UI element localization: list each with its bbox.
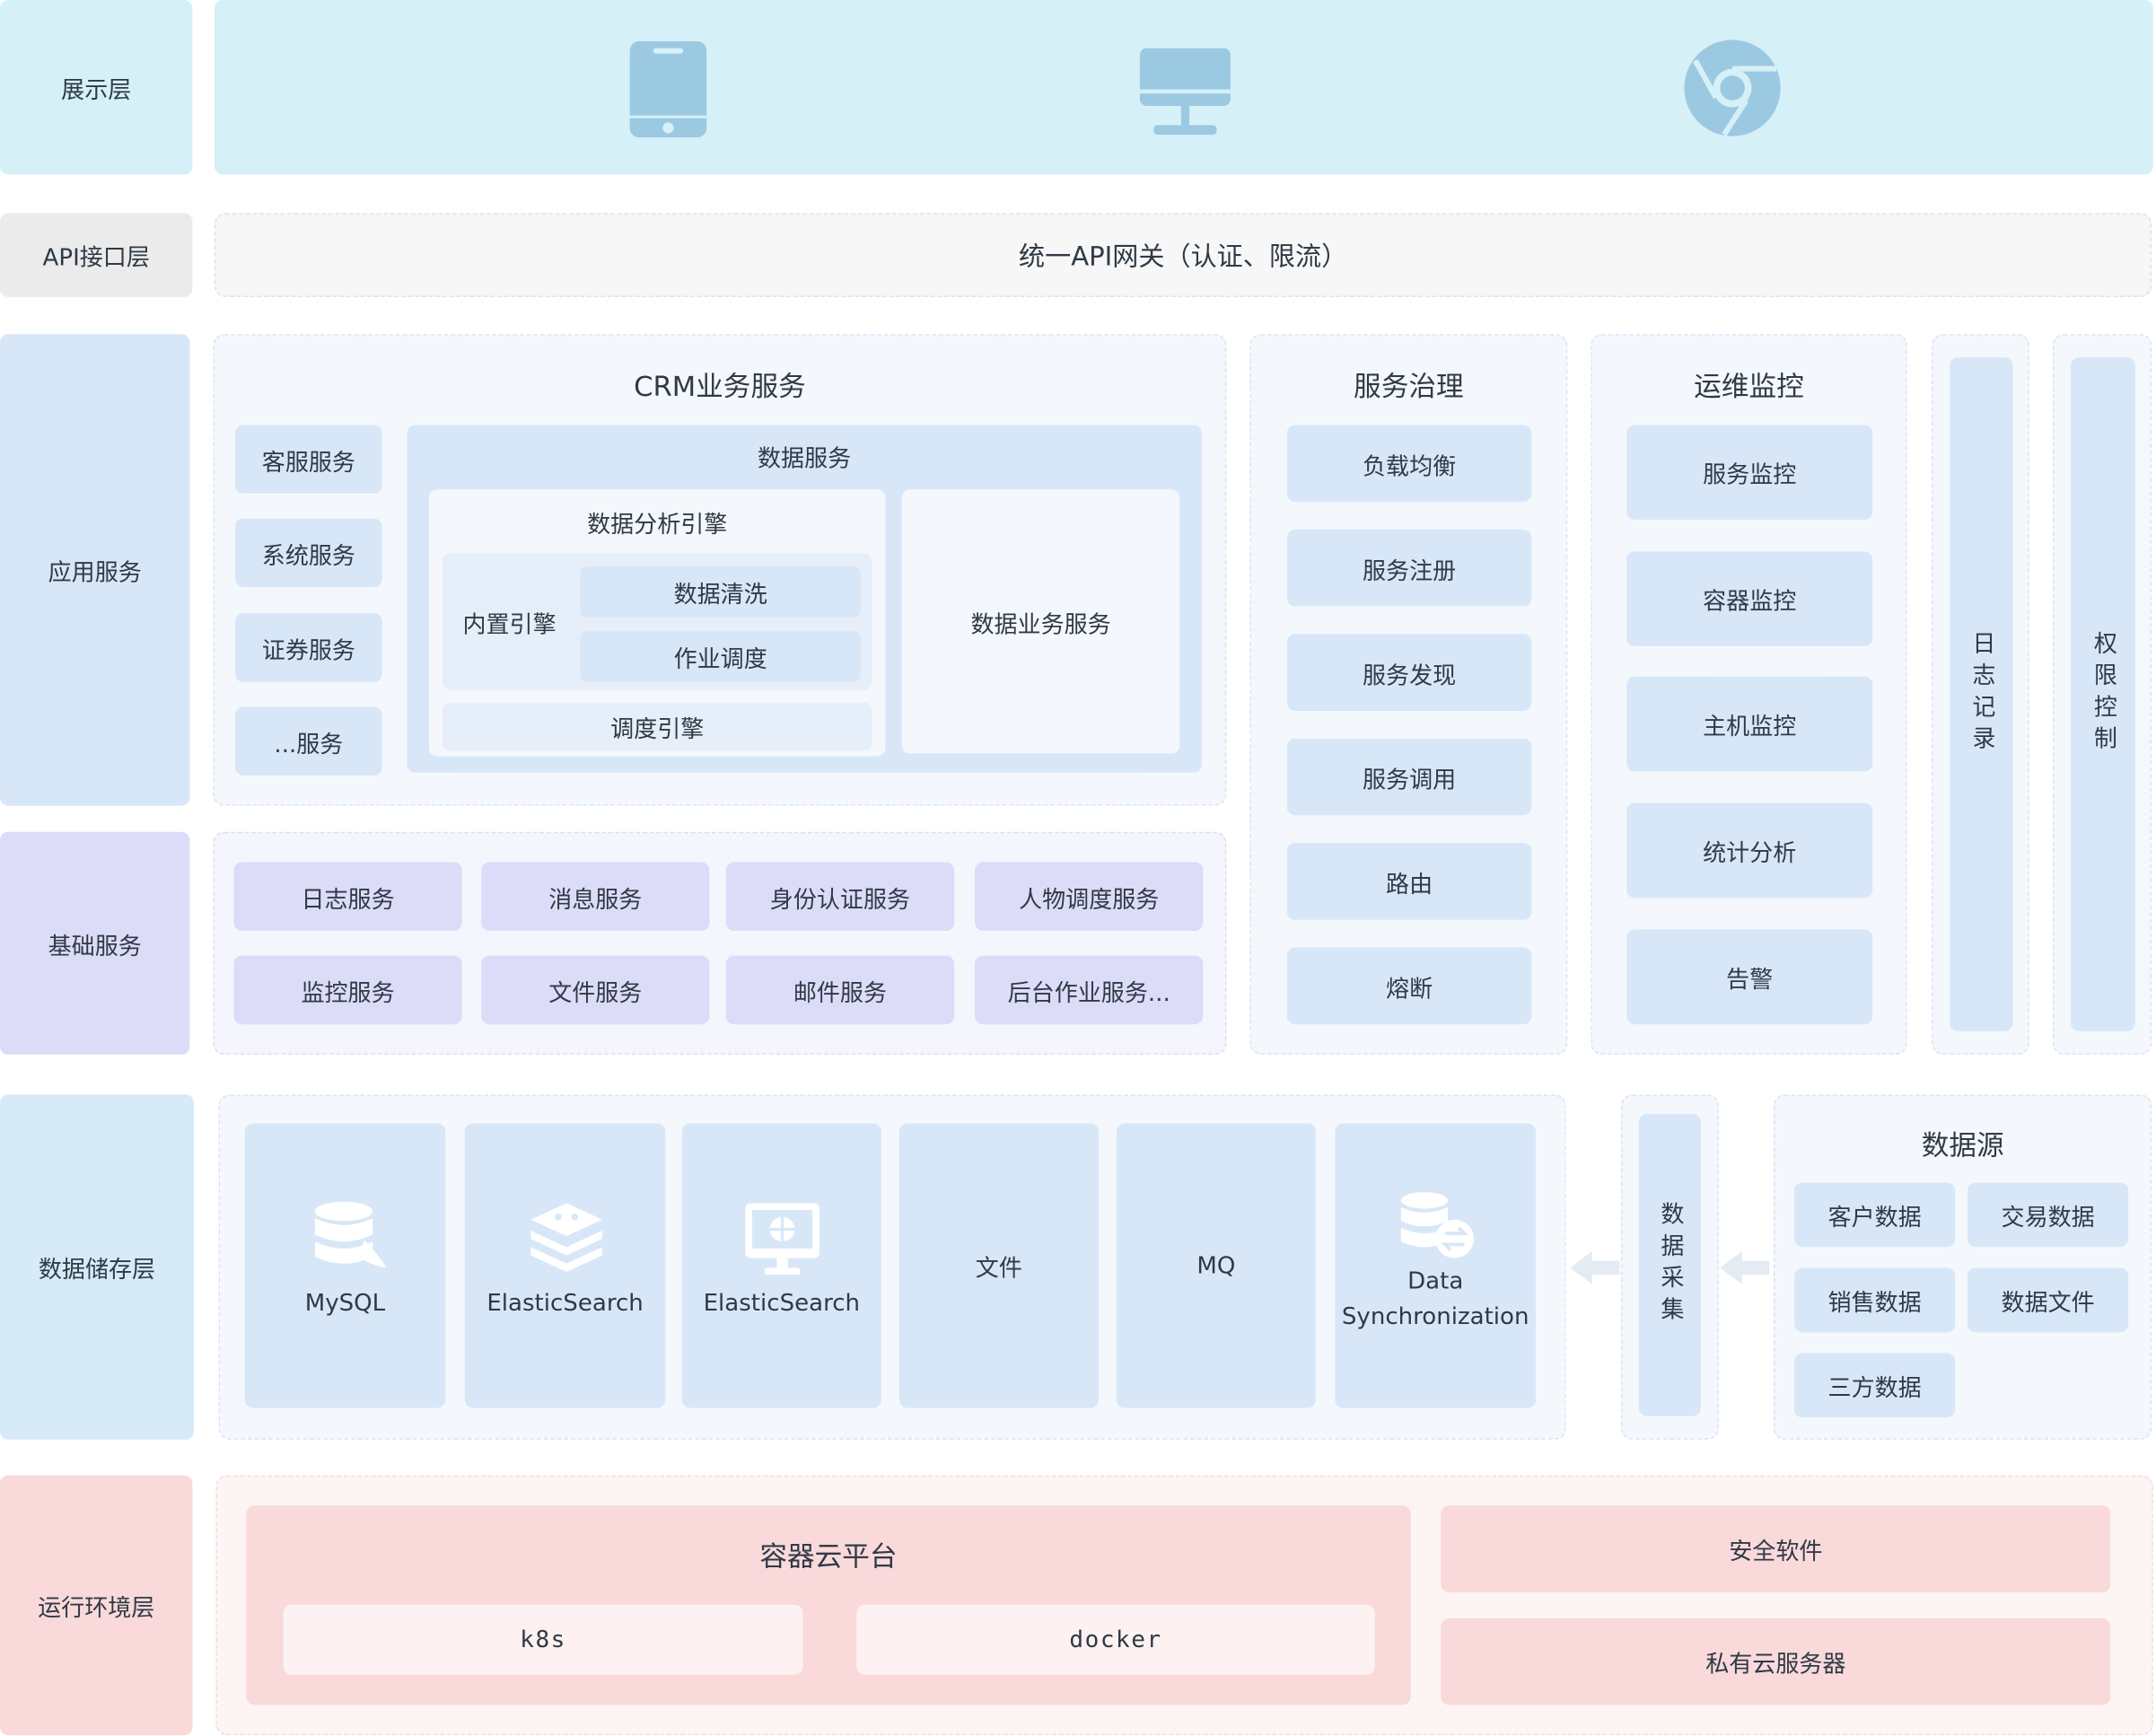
stack-icon: [530, 1203, 602, 1272]
governance-item: 路由: [1286, 842, 1532, 920]
presentation-panel: [214, 0, 2153, 175]
foundation-service: 邮件服务: [725, 955, 955, 1025]
database-sync-icon: [1400, 1192, 1475, 1258]
storage-label: ElasticSearch: [486, 1289, 644, 1318]
layer-foundation: 基础服务: [0, 831, 190, 1055]
k8s: k8s: [283, 1604, 803, 1675]
storage-label: ElasticSearch: [703, 1289, 861, 1318]
monitor-icon: [745, 1203, 819, 1275]
datasource-item: 销售数据: [1793, 1267, 1956, 1333]
crm-side-service: 系统服务: [234, 518, 382, 588]
job-schedule: 作业调度: [580, 631, 861, 682]
layer-runtime: 运行环境层: [0, 1475, 193, 1736]
storage-item: Data Synchronization: [1335, 1123, 1537, 1408]
crm-side-service: 证券服务: [234, 613, 382, 682]
layer-storage: 数据储存层: [0, 1094, 194, 1440]
ops-item: 统计分析: [1626, 802, 1873, 899]
scheduler-engine: 调度引擎: [443, 702, 872, 751]
storage-item: MySQL: [244, 1123, 446, 1408]
data-service-title: 数据服务: [758, 444, 852, 473]
database-icon: [314, 1201, 387, 1268]
datasource-item: 交易数据: [1968, 1182, 2129, 1248]
governance-item: 服务发现: [1286, 634, 1532, 711]
permission-control: 权限控制: [2070, 357, 2135, 1031]
ops-item: 服务监控: [1626, 425, 1873, 521]
foundation-service: 身份认证服务: [725, 862, 955, 932]
ops-title: 运维监控: [1694, 369, 1804, 403]
docker: docker: [856, 1604, 1375, 1675]
mobile-icon: [629, 40, 707, 138]
storage-item: ElasticSearch: [681, 1123, 881, 1408]
foundation-service: 后台作业服务...: [975, 955, 1204, 1025]
governance-item: 熔断: [1286, 947, 1532, 1025]
private-cloud-server: 私有云服务器: [1441, 1618, 2111, 1705]
security-software: 安全软件: [1441, 1505, 2111, 1592]
foundation-service: 消息服务: [481, 862, 710, 932]
api-gateway: 统一API网关（认证、限流）: [214, 213, 2152, 297]
crm-side-service: 客服服务: [234, 425, 382, 494]
ops-item: 容器监控: [1626, 551, 1873, 646]
storage-mq: MQ: [1116, 1123, 1316, 1408]
governance-item: 服务注册: [1286, 529, 1532, 607]
analysis-engine-title: 数据分析引擎: [587, 511, 728, 539]
ops-item: 告警: [1626, 929, 1873, 1025]
foundation-service: 文件服务: [481, 955, 710, 1025]
browser-icon: [1684, 39, 1781, 136]
data-business-service: 数据业务服务: [901, 489, 1180, 754]
foundation-service: 人物调度服务: [975, 862, 1204, 932]
data-clean: 数据清洗: [580, 566, 861, 618]
desktop-icon: [1139, 48, 1231, 136]
storage-label: Data Synchronization: [1341, 1267, 1529, 1331]
layer-api: API接口层: [0, 213, 193, 297]
governance-item: 负载均衡: [1286, 425, 1532, 503]
storage-label: MySQL: [304, 1289, 386, 1318]
datasource-title: 数据源: [1921, 1127, 2004, 1162]
layer-presentation: 展示层: [0, 0, 193, 175]
storage-file: 文件: [898, 1123, 1099, 1408]
foundation-service: 监控服务: [233, 955, 462, 1025]
arrow-left-icon: [1720, 1250, 1770, 1284]
builtin-engine-label: 内置引擎: [462, 610, 557, 639]
layer-application: 应用服务: [0, 334, 190, 806]
container-platform-title: 容器云平台: [759, 1539, 898, 1573]
foundation-service: 日志服务: [233, 862, 462, 932]
storage-item: ElasticSearch: [464, 1123, 666, 1408]
crm-side-service: ...服务: [234, 706, 382, 776]
datasource-item: 数据文件: [1968, 1267, 2129, 1333]
arrow-left-icon: [1570, 1250, 1620, 1284]
datasource-item: 客户数据: [1793, 1182, 1956, 1248]
crm-title: CRM业务服务: [634, 369, 806, 403]
datasource-item: 三方数据: [1793, 1353, 1956, 1418]
governance-title: 服务治理: [1354, 369, 1464, 403]
governance-item: 服务调用: [1286, 738, 1532, 816]
logging: 日志记录: [1950, 357, 2013, 1031]
ops-item: 主机监控: [1626, 676, 1873, 772]
data-collection: 数据采集: [1638, 1113, 1701, 1416]
